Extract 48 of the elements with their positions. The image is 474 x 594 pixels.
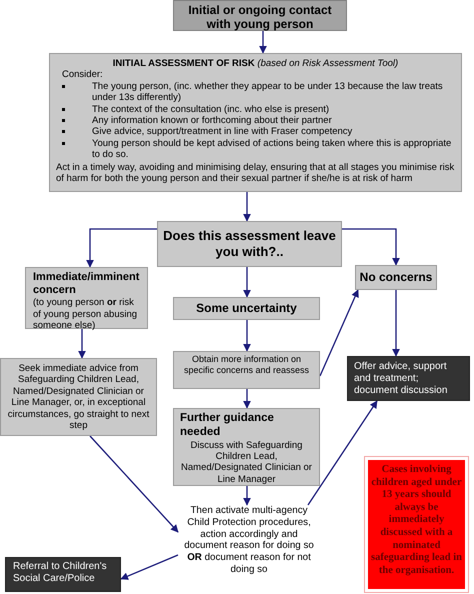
body-text: (to young person or risk of young person abusing someone else) <box>33 297 138 332</box>
arrow <box>243 486 251 506</box>
bullet-item: Young person should be kept advised of actions being taken where this is appropriate to do so. <box>92 138 452 161</box>
body-text: Does this assessment leave you with?.. <box>162 228 337 260</box>
bullet-item: Any information known or forthcoming about their partner <box>92 114 333 126</box>
body-text: Offer advice, support and treatment; document discussion <box>354 361 448 397</box>
decision-box <box>157 221 342 267</box>
body-text: Consider: <box>61 69 104 81</box>
body-text: Seek immediate advice from Safeguarding Children Lead, Named/Designated Clinician or Line Manager, or, in exceptional circumstances, go straight to next step <box>6 363 150 432</box>
body-text: Discuss with Safeguarding Children Lead, Named/Designated Clinician or Line Manager <box>180 440 313 486</box>
outcome-box <box>347 356 470 401</box>
process-box <box>173 408 320 486</box>
arrow <box>243 267 251 298</box>
arrow <box>342 228 400 266</box>
process-box <box>355 265 437 290</box>
arrow <box>78 329 86 359</box>
bullet-item: Give advice, support/treatment in line with Fraser competency <box>92 126 354 138</box>
bullet-item: The young person, (inc. whether they appear to be under 13 because the law treats under 13s differently) <box>92 80 444 104</box>
body-text: Initial or ongoing contact with young person <box>187 3 333 32</box>
arrow <box>120 554 178 580</box>
bullet-item: The context of the consultation (inc. who else is present) <box>92 104 330 115</box>
heading-text: Immediate/imminent concern <box>33 271 140 298</box>
warning-box <box>368 460 465 589</box>
body-text: No concerns <box>358 270 434 284</box>
arrow <box>86 228 157 268</box>
arrow <box>243 192 251 222</box>
arrow <box>243 389 251 409</box>
body-text: Cases involving children aged under 13 years should always be immediately discussed with a nominated safeguarding lead in the organisation. <box>371 464 462 578</box>
heading-text: Further guidance needed <box>180 412 275 440</box>
body-text: Referral to Children's Social Care/Police <box>13 561 108 585</box>
body-text: Act in a timely way, avoiding and minimising delay, ensuring that at all stages you minimise risk of harm for both the young person and their sexual partner if she/he is at risk of harm <box>56 162 455 184</box>
body-text: Obtain more information on specific concerns and reassess <box>182 354 310 376</box>
body-text: Then activate multi-agency Child Protection procedures, action accordingly and document reason for doing so OR document reason for not doing so <box>183 505 315 576</box>
heading-text: INITIAL ASSESSMENT OF RISK (based on Risk Assessment Tool) <box>112 58 400 70</box>
process-box <box>173 351 320 389</box>
body-text: Some uncertainty <box>195 301 298 316</box>
arrow <box>392 290 400 357</box>
process-box <box>25 267 148 329</box>
process-box <box>173 0 347 31</box>
arrow <box>319 289 359 376</box>
assessment-box <box>49 53 462 192</box>
arrow <box>259 31 267 54</box>
outcome-box <box>5 557 121 592</box>
arrow <box>307 400 378 506</box>
arrow <box>243 320 251 352</box>
process-box <box>173 297 320 320</box>
arrow <box>90 436 179 533</box>
process-box <box>0 358 157 436</box>
